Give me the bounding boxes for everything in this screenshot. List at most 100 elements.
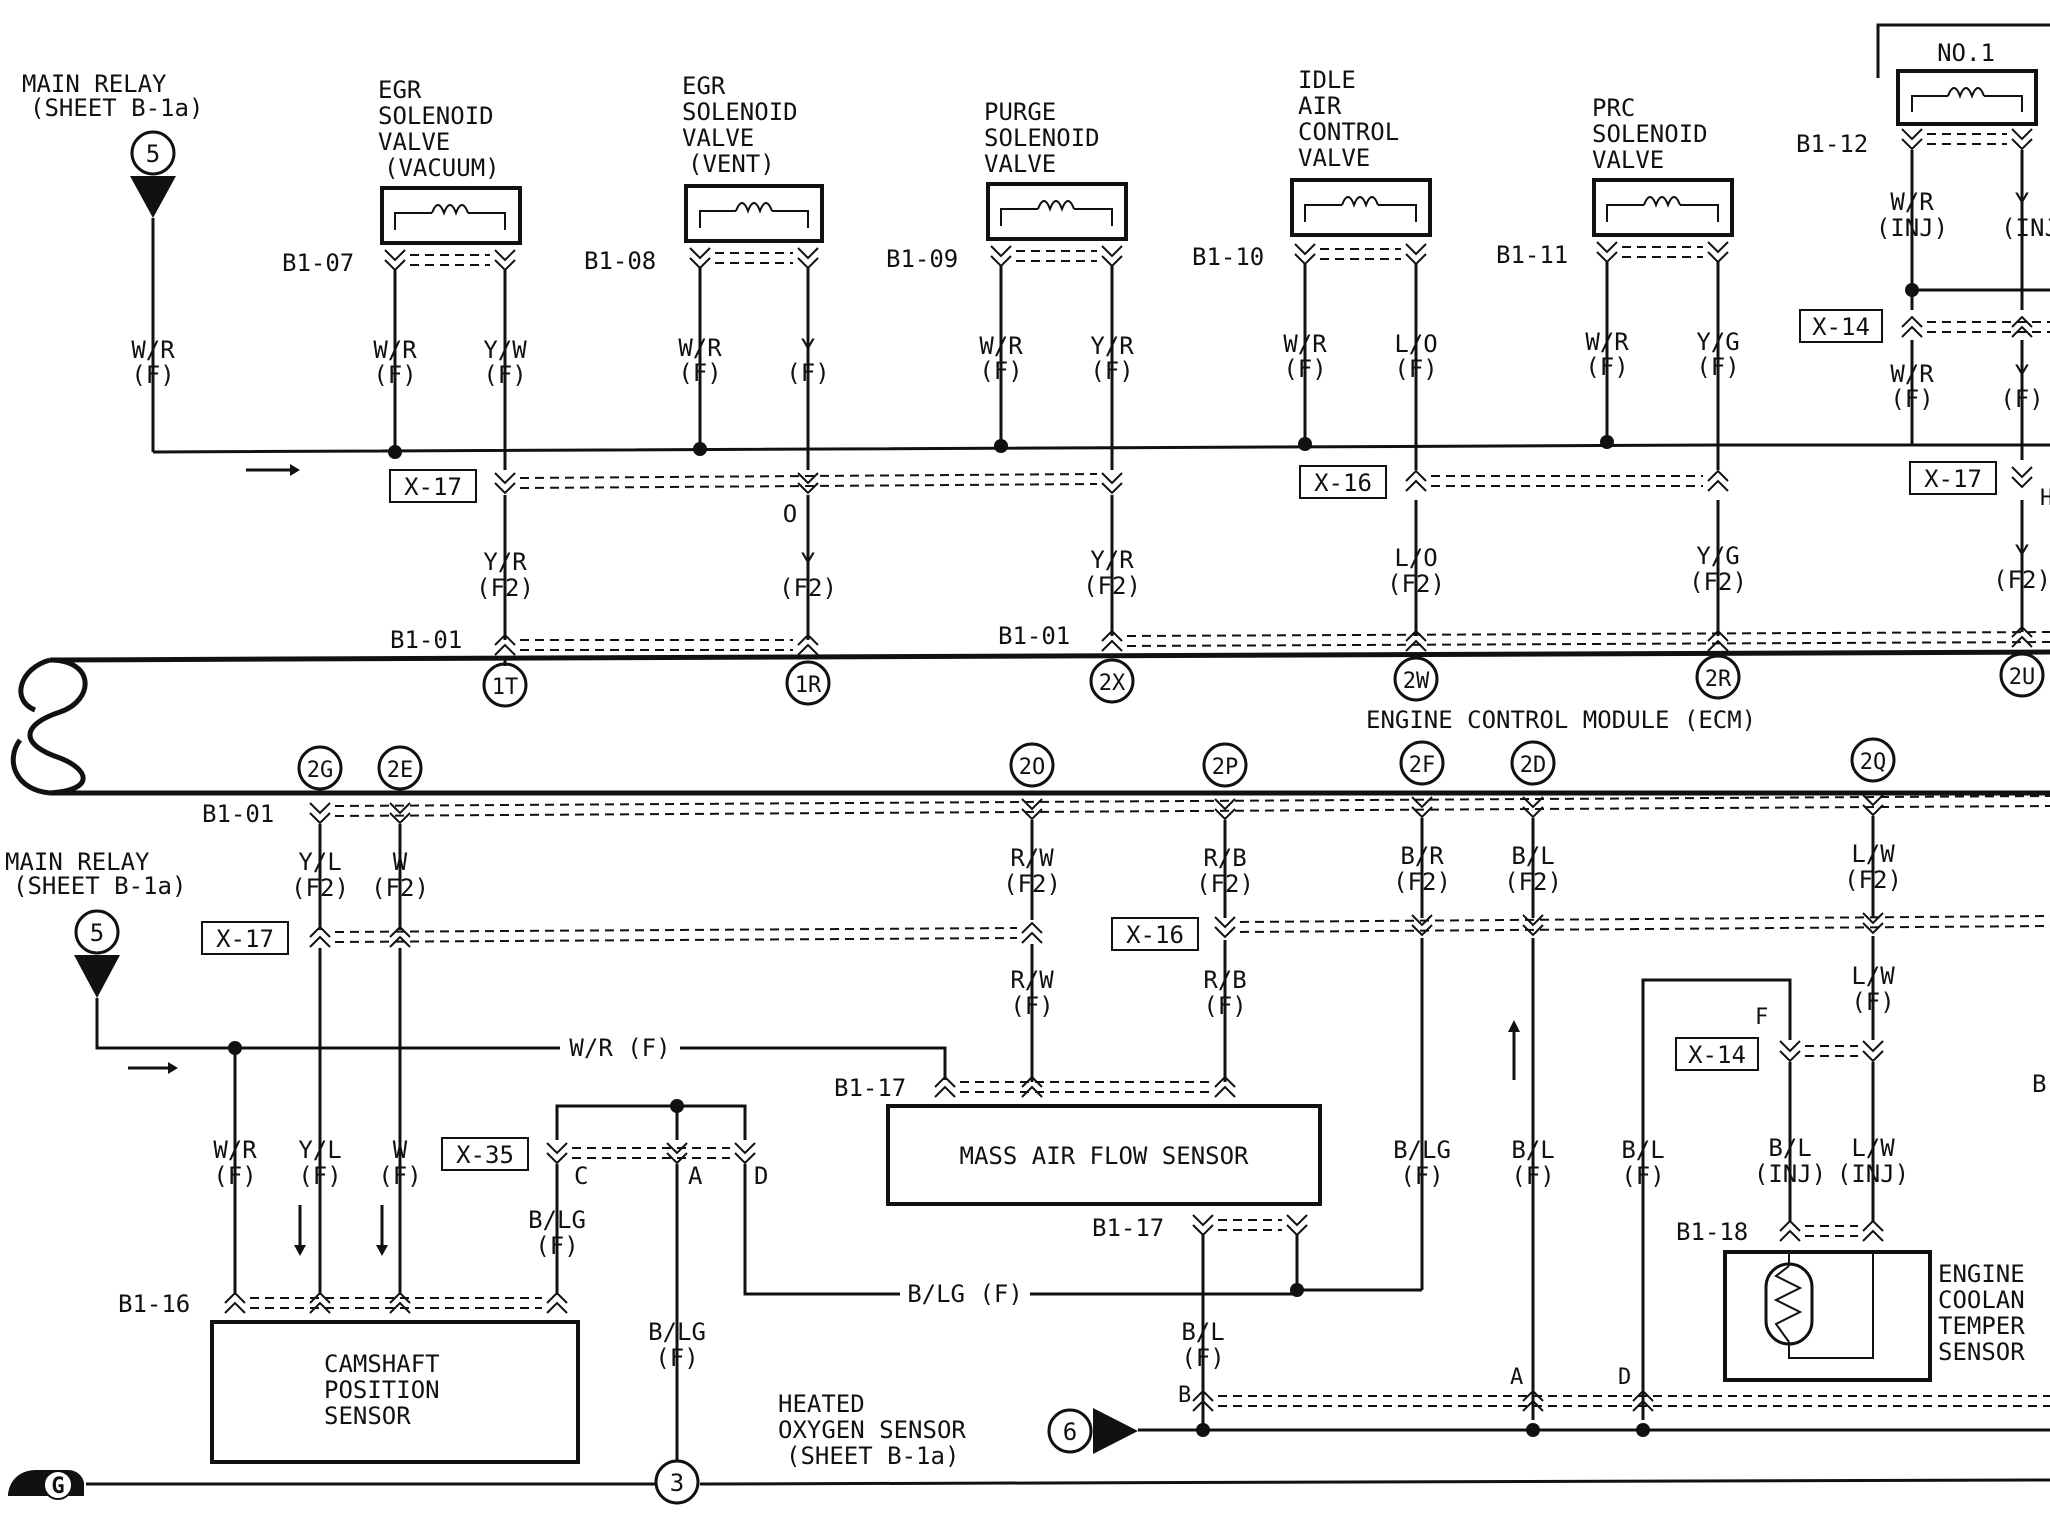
svg-text:(F): (F) <box>2000 385 2043 413</box>
svg-text:(F): (F) <box>535 1232 578 1260</box>
svg-text:W: W <box>393 1136 408 1164</box>
svg-text:B1-01: B1-01 <box>390 626 462 654</box>
svg-text:W/R: W/R <box>1283 330 1327 358</box>
idle-air-control-valve: IDLE AIR CONTROL VALVE <box>1290 66 1432 237</box>
svg-text:2D: 2D <box>1520 753 1547 778</box>
svg-text:B/L: B/L <box>1511 842 1554 870</box>
svg-text:W/R: W/R <box>1890 360 1934 388</box>
svg-text:R/B: R/B <box>1203 966 1246 994</box>
svg-text:(INJ): (INJ) <box>1876 214 1948 242</box>
svg-text:1T: 1T <box>492 675 519 700</box>
svg-text:X-14: X-14 <box>1688 1041 1746 1069</box>
engine-coolant-temp-sensor: ENGINE COOLAN TEMPER SENSOR <box>1723 1250 2025 1382</box>
svg-text:VALVE: VALVE <box>984 150 1056 178</box>
svg-text:B/L: B/L <box>1768 1134 1811 1162</box>
camshaft-position-sensor: CAMSHAFT POSITION SENSOR <box>210 1320 580 1464</box>
svg-text:(F): (F) <box>1696 353 1739 381</box>
svg-text:(F2): (F2) <box>1196 870 1254 898</box>
svg-text:F: F <box>1755 1005 1768 1030</box>
svg-text:B1-17: B1-17 <box>834 1074 906 1102</box>
svg-text:(F): (F) <box>786 359 829 387</box>
svg-text:SOLENOID: SOLENOID <box>984 124 1100 152</box>
svg-text:W/R: W/R <box>131 336 175 364</box>
svg-text:(F2): (F2) <box>1689 568 1747 596</box>
svg-text:Y/R: Y/R <box>1090 332 1134 360</box>
svg-text:(SHEET B-1a): (SHEET B-1a) <box>30 94 203 122</box>
svg-text:SOLENOID: SOLENOID <box>378 102 494 130</box>
svg-text:W/R: W/R <box>678 334 722 362</box>
prc-valve: PRC SOLENOID VALVE <box>1592 94 1734 237</box>
svg-text:W/R: W/R <box>1585 328 1629 356</box>
svg-text:B/LG: B/LG <box>1393 1136 1451 1164</box>
svg-text:L/O: L/O <box>1394 330 1437 358</box>
svg-text:COOLAN: COOLAN <box>1938 1286 2025 1314</box>
svg-text:B/LG: B/LG <box>648 1318 706 1346</box>
svg-text:R/B: R/B <box>1203 844 1246 872</box>
svg-text:(F): (F) <box>1400 1162 1443 1190</box>
svg-text:(F): (F) <box>1010 992 1053 1020</box>
main-relay-top: MAIN RELAY (SHEET B-1a) 5 <box>22 70 203 218</box>
svg-text:Y: Y <box>2015 188 2030 216</box>
svg-text:(F): (F) <box>678 359 721 387</box>
svg-text:W/R: W/R <box>373 336 417 364</box>
svg-text:L/O: L/O <box>1394 544 1437 572</box>
svg-text:(VACUUM): (VACUUM) <box>384 154 500 182</box>
svg-text:ENGINE: ENGINE <box>1938 1260 2025 1288</box>
svg-text:HEATED: HEATED <box>778 1390 865 1418</box>
svg-text:(F): (F) <box>298 1162 341 1190</box>
svg-text:NO.1: NO.1 <box>1937 39 1995 67</box>
svg-text:W/R: W/R <box>213 1136 257 1164</box>
svg-text:CAMSHAFT: CAMSHAFT <box>324 1350 440 1378</box>
svg-text:L/W: L/W <box>1851 1134 1895 1162</box>
svg-text:R/W: R/W <box>1010 844 1054 872</box>
svg-text:(F2): (F2) <box>1083 572 1141 600</box>
svg-text:PRC: PRC <box>1592 94 1635 122</box>
svg-text:(F2): (F2) <box>1003 870 1061 898</box>
svg-text:Y/G: Y/G <box>1696 542 1739 570</box>
svg-text:W: W <box>393 848 408 876</box>
svg-text:B1-12: B1-12 <box>1796 130 1868 158</box>
svg-text:VALVE: VALVE <box>1298 144 1370 172</box>
svg-text:R/W: R/W <box>1010 966 1054 994</box>
svg-text:(F2): (F2) <box>291 874 349 902</box>
svg-text:2P: 2P <box>1212 755 1239 780</box>
svg-text:(F): (F) <box>1203 992 1246 1020</box>
svg-text:D: D <box>1618 1365 1631 1390</box>
svg-text:B1-01: B1-01 <box>998 622 1070 650</box>
svg-text:Y/L: Y/L <box>298 848 341 876</box>
svg-text:TEMPER: TEMPER <box>1938 1312 2025 1340</box>
svg-text:SOLENOID: SOLENOID <box>1592 120 1708 148</box>
svg-text:(F2): (F2) <box>476 574 534 602</box>
mass-air-flow-sensor: MASS AIR FLOW SENSOR <box>886 1104 1322 1206</box>
svg-text:CONTROL: CONTROL <box>1298 118 1399 146</box>
svg-text:B1-17: B1-17 <box>1092 1214 1164 1242</box>
svg-text:EGR: EGR <box>378 76 422 104</box>
svg-text:Y/L: Y/L <box>298 1136 341 1164</box>
svg-text:MAIN RELAY: MAIN RELAY <box>22 70 167 98</box>
svg-text:(F2): (F2) <box>1504 868 1562 896</box>
svg-text:(F): (F) <box>1394 355 1437 383</box>
svg-text:Y/W: Y/W <box>483 336 527 364</box>
svg-text:2W: 2W <box>1403 669 1430 694</box>
svg-text:X-16: X-16 <box>1126 921 1184 949</box>
svg-text:A: A <box>688 1162 703 1190</box>
svg-text:(F): (F) <box>483 361 526 389</box>
svg-text:2F: 2F <box>1409 753 1436 778</box>
svg-text:(F): (F) <box>1890 385 1933 413</box>
svg-text:IDLE: IDLE <box>1298 66 1356 94</box>
svg-text:MASS AIR FLOW SENSOR: MASS AIR FLOW SENSOR <box>960 1142 1250 1170</box>
svg-text:VALVE: VALVE <box>1592 146 1664 174</box>
egr-vacuum-valve: EGR SOLENOID VALVE (VACUUM) <box>378 76 522 245</box>
svg-text:O: O <box>783 500 797 528</box>
svg-text:B1-01: B1-01 <box>202 800 274 828</box>
svg-text:(F): (F) <box>131 361 174 389</box>
svg-text:2O: 2O <box>1019 755 1046 780</box>
svg-text:VALVE: VALVE <box>682 124 754 152</box>
purge-valve: PURGE SOLENOID VALVE <box>984 98 1128 241</box>
svg-text:B1-11: B1-11 <box>1496 241 1568 269</box>
svg-text:B/L: B/L <box>1621 1136 1664 1164</box>
svg-text:2X: 2X <box>1099 671 1126 696</box>
svg-text:(SHEET B-1a): (SHEET B-1a) <box>13 872 186 900</box>
svg-text:(F2): (F2) <box>1393 868 1451 896</box>
